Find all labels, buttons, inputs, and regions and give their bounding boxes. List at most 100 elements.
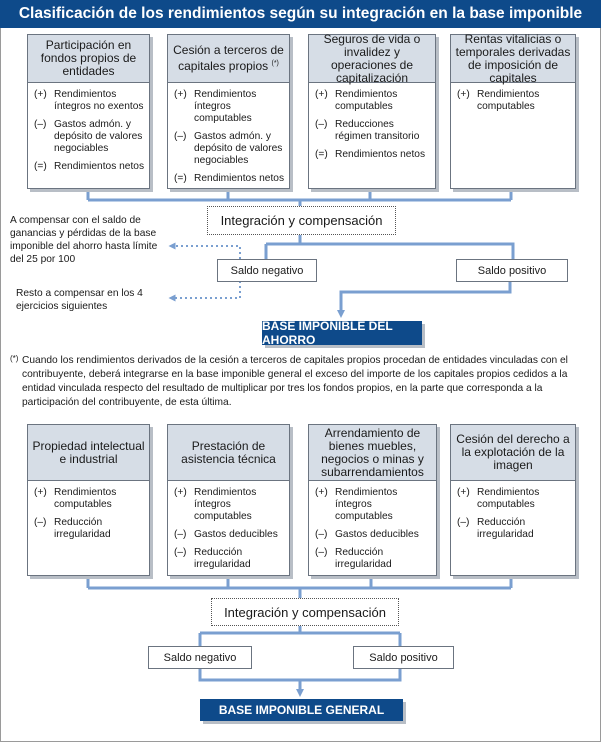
item-text: Gastos deducibles xyxy=(194,529,278,540)
top-box-participacion: Participación en fondos propios de entid… xyxy=(27,34,150,189)
sign: (–) xyxy=(174,131,187,142)
list-item: (=) Rendimientos netos xyxy=(34,161,145,173)
item-text: Rendimientos computables xyxy=(477,487,540,510)
list-item: (+)Rendimientos computables xyxy=(34,487,145,511)
list-item: (–) Gastos admón. y depósito de valores n… xyxy=(34,119,145,155)
list-item: (+) Rendimientos íntegros no exentos xyxy=(34,89,145,113)
box-header: Cesión del derecho a la explotación de l… xyxy=(451,425,575,481)
base-imponible-ahorro: BASE IMPONIBLE DEL AHORRO xyxy=(262,319,422,347)
sign: (+) xyxy=(457,487,470,498)
list-item: (+) Rendimientos computables xyxy=(457,89,571,113)
box-body: (+)Rendimientos computables (–) Reducción… xyxy=(28,481,149,575)
note-compensar-25: A compensar con el saldo de ganancias y … xyxy=(10,215,158,265)
list-item: (+) Rendimientos íntegros computables xyxy=(174,89,285,125)
footnote-ref: (*) xyxy=(271,60,279,67)
item-text: Reducciones régimen transitorio xyxy=(335,119,420,142)
box-body: (+) Rendimientos computables (–) Reducción… xyxy=(451,481,575,575)
item-text: Rendimientos íntegros computables xyxy=(194,487,257,522)
box-body: (+) Rendimientos íntegros computables (–)… xyxy=(309,481,436,575)
box-header: Participación en fondos propios de entid… xyxy=(28,35,149,83)
top-pos-down xyxy=(337,281,512,318)
integration-box-top: Integración y compensación xyxy=(207,206,396,235)
list-item: (+) Rendimientos íntegros computables xyxy=(315,487,432,523)
dotted-to-note1 xyxy=(168,242,241,259)
list-item: (–) Reducción irregularidad xyxy=(34,517,145,541)
box-header: Cesión a terceros de capitales propios (… xyxy=(168,35,289,83)
item-text: Rendimientos netos xyxy=(335,149,426,160)
item-text: Rendimientos computables xyxy=(477,89,540,112)
item-text: Gastos deducibles xyxy=(335,529,419,540)
sign: (+) xyxy=(457,89,470,100)
top-saldo-bus xyxy=(266,242,515,259)
list-item: (–) Reducciones régimen transitorio xyxy=(315,119,431,143)
bottom-box-asistencia: Prestación de asistencia técnica (+) Rend… xyxy=(167,424,290,576)
list-item: (=) Rendimientos netos xyxy=(315,149,431,161)
figure-title: Clasificación de los rendimientos según … xyxy=(0,0,601,28)
sign: (+) xyxy=(34,89,47,100)
bot-saldo-join xyxy=(198,668,402,682)
item-text: Rendimientos computables xyxy=(54,487,117,510)
list-item: (–) Reducción irregularidad xyxy=(315,547,432,571)
box-header: Rentas vitalicias o temporales derivadas… xyxy=(451,32,575,84)
box-body: (+) Rendimientos íntegros computables (–)… xyxy=(168,481,289,575)
list-item: (=)Rendimientos netos xyxy=(174,173,285,185)
sign: (–) xyxy=(315,529,328,540)
list-item: (–)Reducción irregularidad xyxy=(174,547,285,571)
sign: (–) xyxy=(315,119,328,130)
box-body: (+) Rendimientos computables xyxy=(451,83,575,188)
item-text: Gastos admón. y depósito de valores nego… xyxy=(54,119,143,154)
sign: (+) xyxy=(315,487,328,498)
saldo-negativo-bottom: Saldo negativo xyxy=(148,646,252,669)
base-imponible-general: BASE IMPONIBLE GENERAL xyxy=(200,699,403,721)
sign: (–) xyxy=(174,529,187,540)
item-text: Rendimientos computables xyxy=(335,89,398,112)
top-box-seguros: Seguros de vida o invalidez y operacione… xyxy=(308,32,436,189)
sign: (–) xyxy=(457,517,470,528)
item-text: Rendimientos íntegros computables xyxy=(194,89,257,124)
box-body: (+) Rendimientos computables (–) Reduccion… xyxy=(309,83,435,188)
note-resto-4-ejercicios: Resto a compensar en los 4 ejercicios si… xyxy=(16,288,143,312)
item-text: Rendimientos íntegros no exentos xyxy=(54,89,144,112)
sign: (=) xyxy=(34,161,47,172)
footnote: (*) Cuando los rendimientos derivados de… xyxy=(10,354,584,410)
item-text: Reducción irregularidad xyxy=(194,547,251,570)
sign: (–) xyxy=(315,547,328,558)
list-item: (+) Rendimientos íntegros computables xyxy=(174,487,285,523)
item-text: Reducción irregularidad xyxy=(477,517,534,540)
saldo-positivo-bottom: Saldo positivo xyxy=(353,646,454,669)
sign: (–) xyxy=(34,119,47,130)
saldo-positivo-top: Saldo positivo xyxy=(456,259,568,282)
item-text: Reducción irregularidad xyxy=(335,547,392,570)
saldo-negativo-top: Saldo negativo xyxy=(217,259,317,282)
list-item: (–)Gastos admón. y depósito de valores n… xyxy=(174,131,285,167)
list-item: (+) Rendimientos computables xyxy=(457,487,571,511)
bottom-box-arrendamiento: Arrendamiento de bienes muebles, negocio… xyxy=(308,424,437,576)
list-item: (+) Rendimientos computables xyxy=(315,89,431,113)
list-item: (–) Gastos deducibles xyxy=(174,529,285,541)
integration-box-bottom: Integración y compensación xyxy=(211,598,399,626)
header-text: Cesión a terceros de capitales propios xyxy=(173,43,284,73)
footnote-mark: (*) xyxy=(10,354,19,363)
sign: (=) xyxy=(315,149,328,160)
list-item: (–) Reducción irregularidad xyxy=(457,517,571,541)
sign: (+) xyxy=(174,487,187,498)
top-box-rentas: Rentas vitalicias o temporales derivadas… xyxy=(450,32,576,189)
box-header: Arrendamiento de bienes muebles, negocio… xyxy=(309,425,436,481)
box-header: Prestación de asistencia técnica xyxy=(168,425,289,481)
sign: (+) xyxy=(315,89,328,100)
list-item: (–) Gastos deducibles xyxy=(315,529,432,541)
item-text: Rendimientos íntegros computables xyxy=(335,487,398,522)
bottom-box-imagen: Cesión del derecho a la explotación de l… xyxy=(450,424,576,576)
box-body: (+) Rendimientos íntegros no exentos (–) G… xyxy=(28,83,149,188)
sign: (=) xyxy=(174,173,187,184)
item-text: Rendimientos netos xyxy=(54,161,145,172)
top-box-cesion: Cesión a terceros de capitales propios (… xyxy=(167,34,290,189)
footnote-text: Cuando los rendimientos derivados de la … xyxy=(22,355,568,408)
item-text: Reducción irregularidad xyxy=(54,517,111,540)
sign: (–) xyxy=(34,517,47,528)
box-header: Seguros de vida o invalidez y operacione… xyxy=(309,32,435,84)
box-header: Propiedad intelectual e industrial xyxy=(28,425,149,481)
sign: (+) xyxy=(174,89,187,100)
box-body: (+) Rendimientos íntegros computables (–)… xyxy=(168,83,289,188)
